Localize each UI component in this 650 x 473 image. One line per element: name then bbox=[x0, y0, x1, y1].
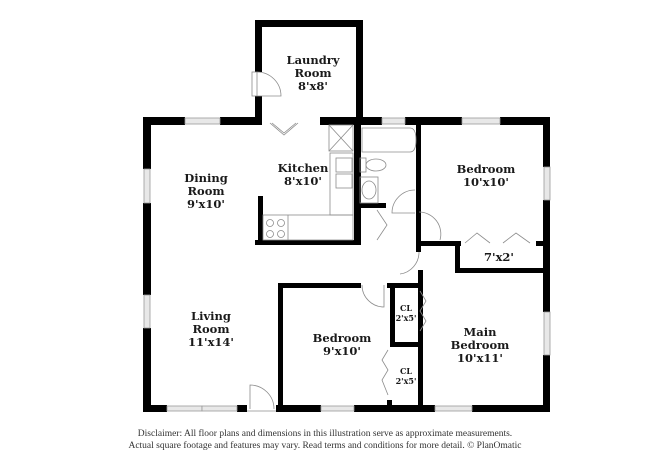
windows bbox=[143, 117, 551, 412]
bedroom1-door-icon bbox=[418, 211, 442, 241]
kitchen-fixtures bbox=[262, 124, 354, 241]
bedroom1-closet-doors-icon bbox=[464, 232, 531, 244]
room-name: Bedroom bbox=[312, 331, 372, 345]
room-name: Bedroom bbox=[450, 338, 510, 352]
room-name: CL bbox=[400, 303, 412, 313]
room-dimensions: 9'x10' bbox=[187, 197, 225, 211]
room-dimensions: 10'x10' bbox=[463, 175, 509, 189]
room-dimensions: 8'x8' bbox=[298, 79, 328, 93]
disclaimer-line-1: Disclaimer: All floor plans and dimensio… bbox=[137, 429, 513, 439]
disclaimer-line-2: Actual square footage and features may v… bbox=[128, 441, 522, 451]
bath-fixtures bbox=[359, 127, 417, 204]
hall-walls bbox=[255, 240, 423, 407]
laundry-bifold-door-icon bbox=[269, 122, 299, 136]
room-name: Room bbox=[192, 322, 230, 336]
laundry-walls bbox=[255, 20, 363, 123]
room-name: Laundry bbox=[286, 53, 340, 67]
room-label-laundry: Laundry Room 8'x8' bbox=[286, 54, 339, 93]
room-name: Bedroom bbox=[456, 162, 516, 176]
hall-closet-door-icon bbox=[376, 209, 388, 241]
entry-door-icon bbox=[247, 384, 276, 412]
room-dimensions: 2'x5' bbox=[395, 313, 417, 323]
room-name: Main bbox=[463, 325, 497, 339]
room-name: Living bbox=[191, 309, 231, 323]
disclaimer: Disclaimer: All floor plans and dimensio… bbox=[0, 428, 650, 452]
room-name: Dining bbox=[184, 171, 228, 185]
room-label-dining: Dining Room 9'x10' bbox=[184, 172, 227, 211]
bath-door-icon bbox=[391, 189, 416, 214]
room-dimensions: 7'x2' bbox=[484, 250, 514, 264]
laundry-door-icon bbox=[251, 71, 282, 97]
room-label-closet-upper: CL 2'x5' bbox=[396, 303, 417, 323]
exterior-walls bbox=[143, 117, 550, 412]
room-label-bedroom-1: Bedroom 10'x10' bbox=[457, 163, 516, 189]
main-bedroom-door-icon bbox=[399, 251, 420, 275]
closet-doors-icon bbox=[381, 290, 427, 396]
room-label-closet-7x2: 7'x2' bbox=[484, 251, 514, 264]
room-name: Room bbox=[187, 184, 225, 198]
room-label-main-bedroom: Main Bedroom 10'x11' bbox=[451, 326, 510, 365]
room-label-kitchen: Kitchen 8'x10' bbox=[278, 162, 329, 188]
room-label-living: Living Room 11'x14' bbox=[188, 310, 234, 349]
room-dimensions: 2'x5' bbox=[395, 376, 417, 386]
room-dimensions: 9'x10' bbox=[323, 344, 361, 358]
room-name: Room bbox=[294, 66, 332, 80]
room-label-closet-lower: CL 2'x5' bbox=[396, 366, 417, 386]
bedroom1-walls bbox=[416, 241, 543, 273]
room-dimensions: 8'x10' bbox=[284, 174, 322, 188]
room-dimensions: 10'x11' bbox=[457, 351, 503, 365]
room-name: Kitchen bbox=[277, 161, 329, 175]
room-name: CL bbox=[400, 366, 412, 376]
room-dimensions: 11'x14' bbox=[188, 335, 234, 349]
bath-walls bbox=[356, 125, 421, 245]
room-label-bedroom-2: Bedroom 9'x10' bbox=[313, 332, 372, 358]
bedroom2-door-icon bbox=[361, 284, 385, 308]
